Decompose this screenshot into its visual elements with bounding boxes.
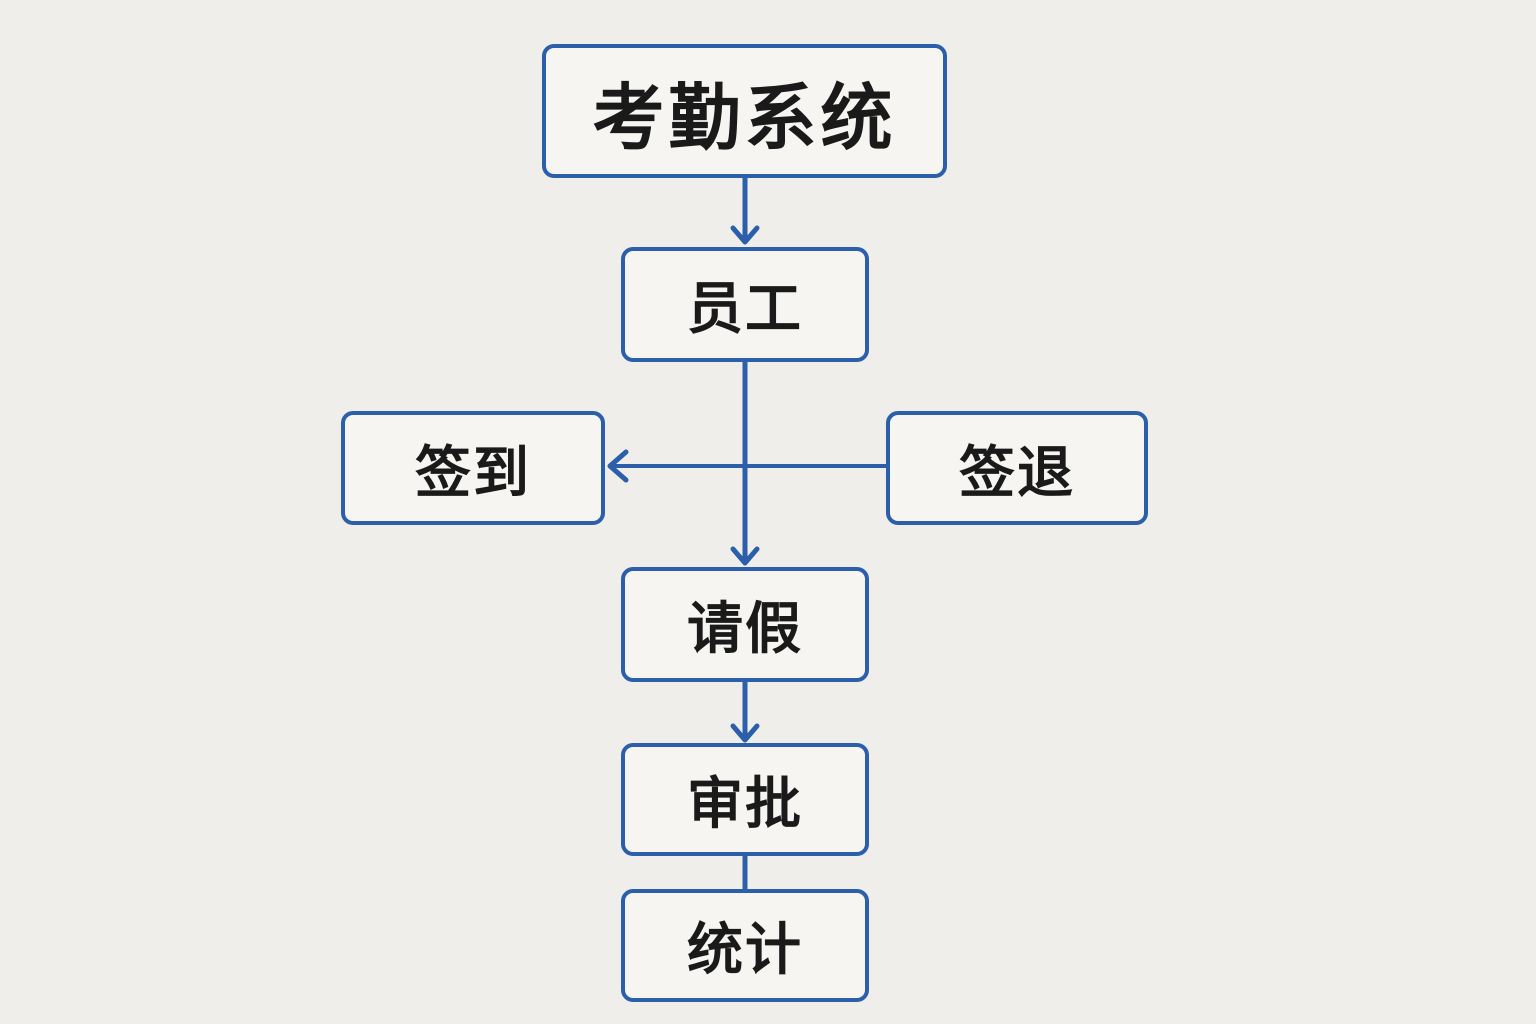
arrowhead-approval bbox=[730, 723, 760, 743]
node-approval[interactable]: 审批 bbox=[621, 743, 869, 856]
node-leave-request[interactable]: 请假 bbox=[621, 567, 869, 682]
node-check-in[interactable]: 签到 bbox=[341, 411, 605, 525]
arrowhead-check-in bbox=[607, 449, 629, 483]
arrowhead-employee bbox=[730, 225, 760, 245]
node-statistics[interactable]: 统计 bbox=[621, 889, 869, 1002]
node-employee[interactable]: 员工 bbox=[621, 247, 869, 362]
arrowhead-leave bbox=[730, 546, 760, 566]
node-check-out[interactable]: 签退 bbox=[886, 411, 1148, 525]
node-attendance-system[interactable]: 考勤系统 bbox=[542, 44, 947, 178]
